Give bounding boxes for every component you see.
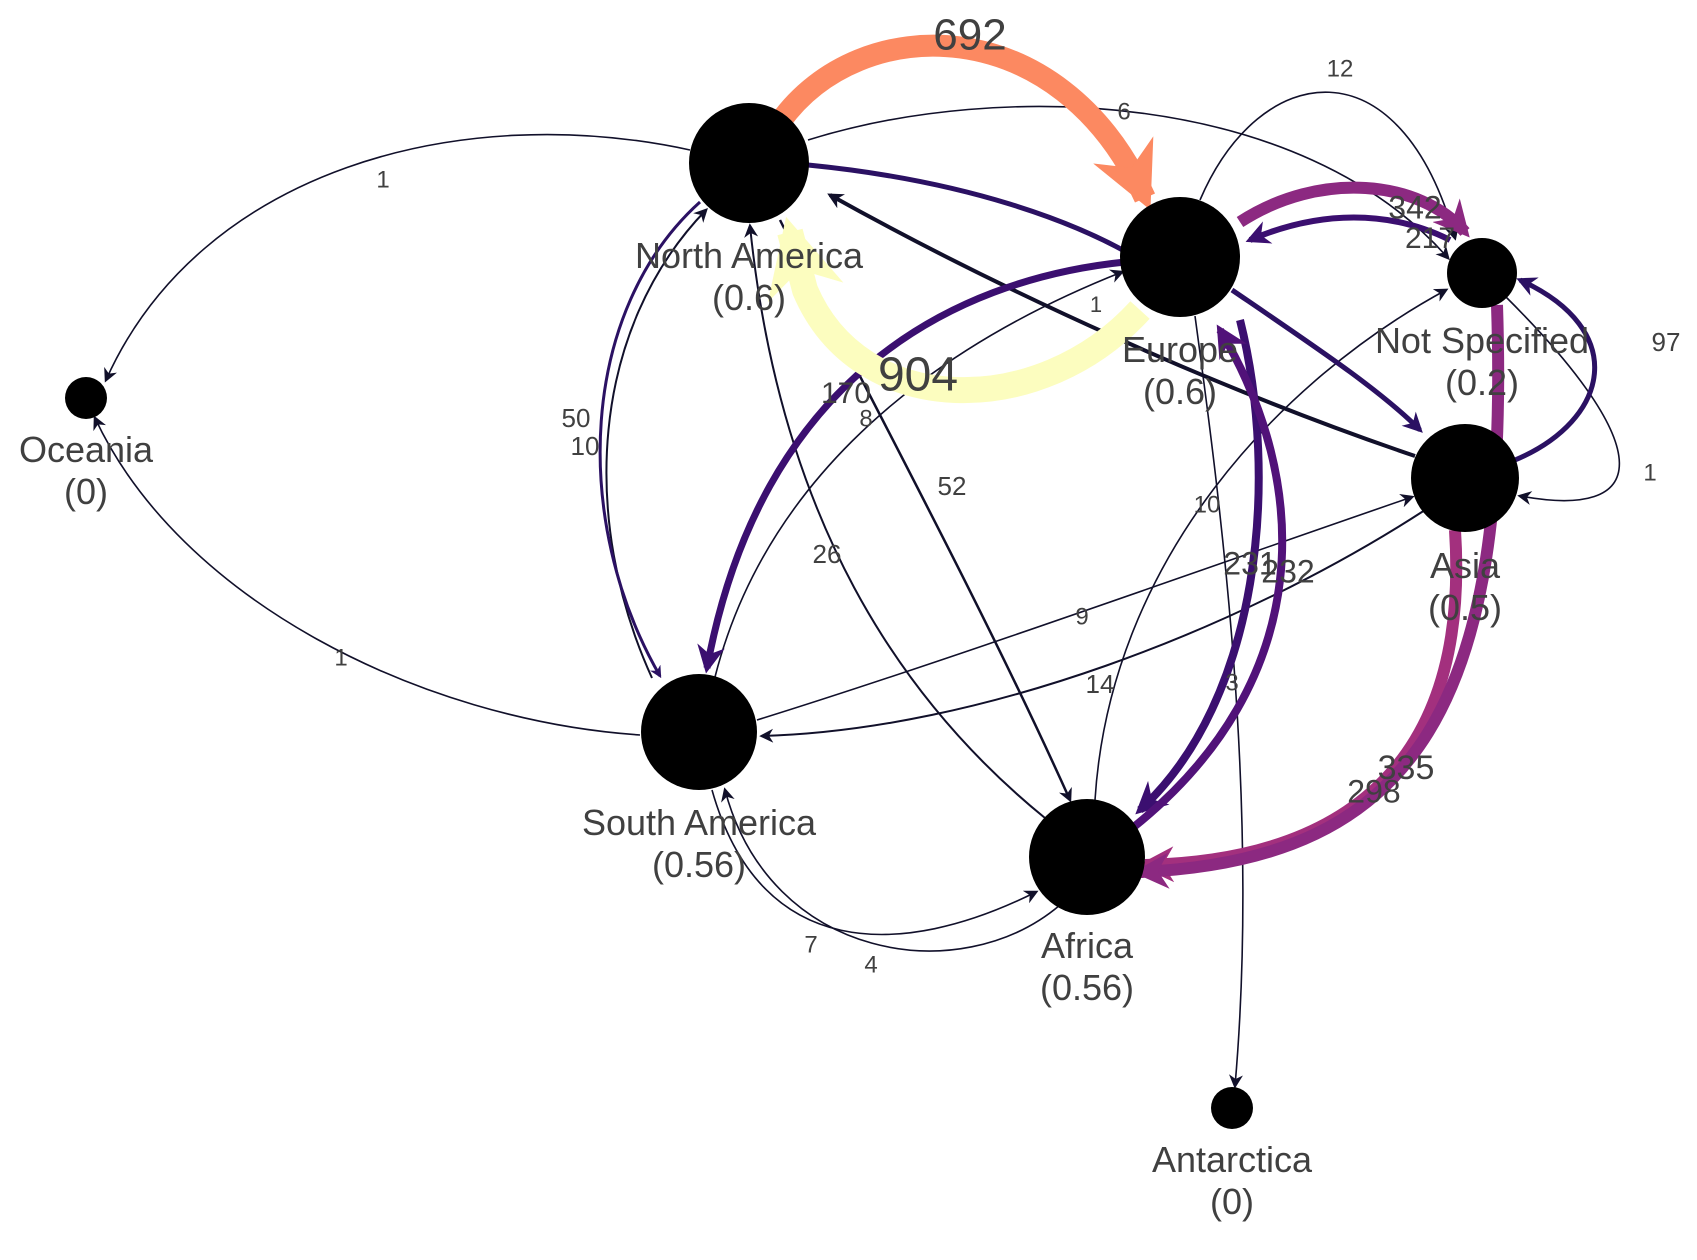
edge-as-sa — [759, 509, 1426, 743]
edge-sa-eu — [714, 269, 1125, 678]
node-europe — [1120, 197, 1240, 317]
node-value-north-america: (0.6) — [712, 277, 786, 318]
edge-sa-na — [605, 207, 708, 679]
edge-weight-label-sa-eu: 8 — [859, 405, 872, 432]
node-not-specified — [1447, 238, 1517, 308]
edge-eu-ns — [1236, 181, 1470, 238]
edge-weight-label-af-sa: 4 — [864, 951, 877, 978]
edge-weight-label-eu-ns-2: 12 — [1327, 55, 1354, 82]
edge-weight-label-na-oc: 1 — [376, 166, 389, 193]
edge-weight-label-eu-na-small: 1 — [1090, 292, 1102, 317]
edge-na-ns — [807, 105, 1450, 261]
edge-weight-label-eu-an: 3 — [1225, 669, 1238, 696]
edge-weight-label-sa-oc: 1 — [334, 644, 347, 671]
node-oceania — [65, 377, 107, 419]
node-north-america — [689, 103, 809, 223]
node-value-africa: (0.56) — [1040, 967, 1134, 1008]
edge-weight-label-eu-ns: 342 — [1388, 189, 1441, 225]
node-africa — [1029, 799, 1145, 915]
edge-eu-na — [767, 216, 1150, 403]
edge-ns-as — [1504, 295, 1621, 505]
node-value-south-america: (0.56) — [652, 844, 746, 885]
edge-as-ns — [1514, 277, 1597, 463]
edge-eu-as — [1230, 287, 1423, 433]
edge-weight-label-eu-af: 231 — [1223, 545, 1276, 581]
nodes-layer — [65, 103, 1519, 1129]
edge-na-sa — [598, 200, 702, 679]
edge-eu-sa — [697, 258, 1126, 674]
edge-weight-label-sa-as: 9 — [1075, 603, 1088, 630]
edge-weight-label-sa-af: 7 — [804, 931, 817, 958]
edge-weight-label-na-ns: 6 — [1117, 98, 1130, 125]
node-antarctica — [1211, 1087, 1253, 1129]
node-value-antarctica: (0) — [1210, 1181, 1254, 1222]
node-value-oceania: (0) — [64, 471, 108, 512]
node-value-not-specified: (0.2) — [1445, 362, 1519, 403]
edge-weight-label-na-af: 52 — [938, 471, 967, 501]
edge-af-eu — [1127, 324, 1287, 834]
node-label-not-specified: Not Specified — [1375, 320, 1589, 361]
edge-weight-label-af-eu: 232 — [1261, 553, 1314, 589]
node-label-oceania: Oceania — [19, 429, 154, 470]
node-label-europe: Europe — [1122, 329, 1238, 370]
edge-weight-label-ns-as: 1 — [1643, 459, 1656, 486]
node-value-asia: (0.5) — [1428, 587, 1502, 628]
edge-na-oc — [104, 133, 691, 383]
edge-weight-label-na-eu: 692 — [933, 11, 1006, 60]
node-asia — [1411, 424, 1519, 532]
edge-weight-label-ns-eu: 217 — [1405, 222, 1455, 255]
node-south-america — [641, 674, 757, 790]
edge-sa-oc — [93, 415, 641, 736]
node-value-europe: (0.6) — [1143, 371, 1217, 412]
node-label-antarctica: Antarctica — [1152, 1139, 1313, 1180]
node-label-south-america: South America — [582, 802, 817, 843]
edge-weight-label-na-sa: 50 — [562, 403, 591, 433]
edge-weight-label-eu-sa: 170 — [821, 377, 871, 410]
edge-sa-as — [756, 494, 1415, 721]
node-label-africa: Africa — [1041, 925, 1134, 966]
edge-ns-eu — [1245, 214, 1452, 244]
edge-weight-label-as-ns: 97 — [1652, 327, 1681, 357]
node-label-asia: Asia — [1430, 545, 1501, 586]
node-label-north-america: North America — [635, 235, 864, 276]
edge-af-ns — [1094, 288, 1449, 801]
edge-weight-label-eu-na: 904 — [878, 349, 958, 402]
edge-sa-af — [711, 789, 1039, 936]
edge-weight-label-ns-af: 298 — [1347, 773, 1400, 809]
edge-weight-label-sa-na: 10 — [571, 431, 600, 461]
edge-na-eu — [771, 34, 1156, 211]
edge-af-sa — [721, 787, 1061, 952]
edge-weight-label-as-sa: 14 — [1086, 669, 1115, 699]
edge-weight-label-af-na: 26 — [813, 539, 842, 569]
edge-weight-label-af-ns: 10 — [1194, 491, 1221, 518]
edge-af-na — [744, 223, 1046, 819]
edge-eu-ns-2 — [1199, 91, 1459, 241]
edge-weight-label-as-af: 335 — [1378, 749, 1435, 787]
